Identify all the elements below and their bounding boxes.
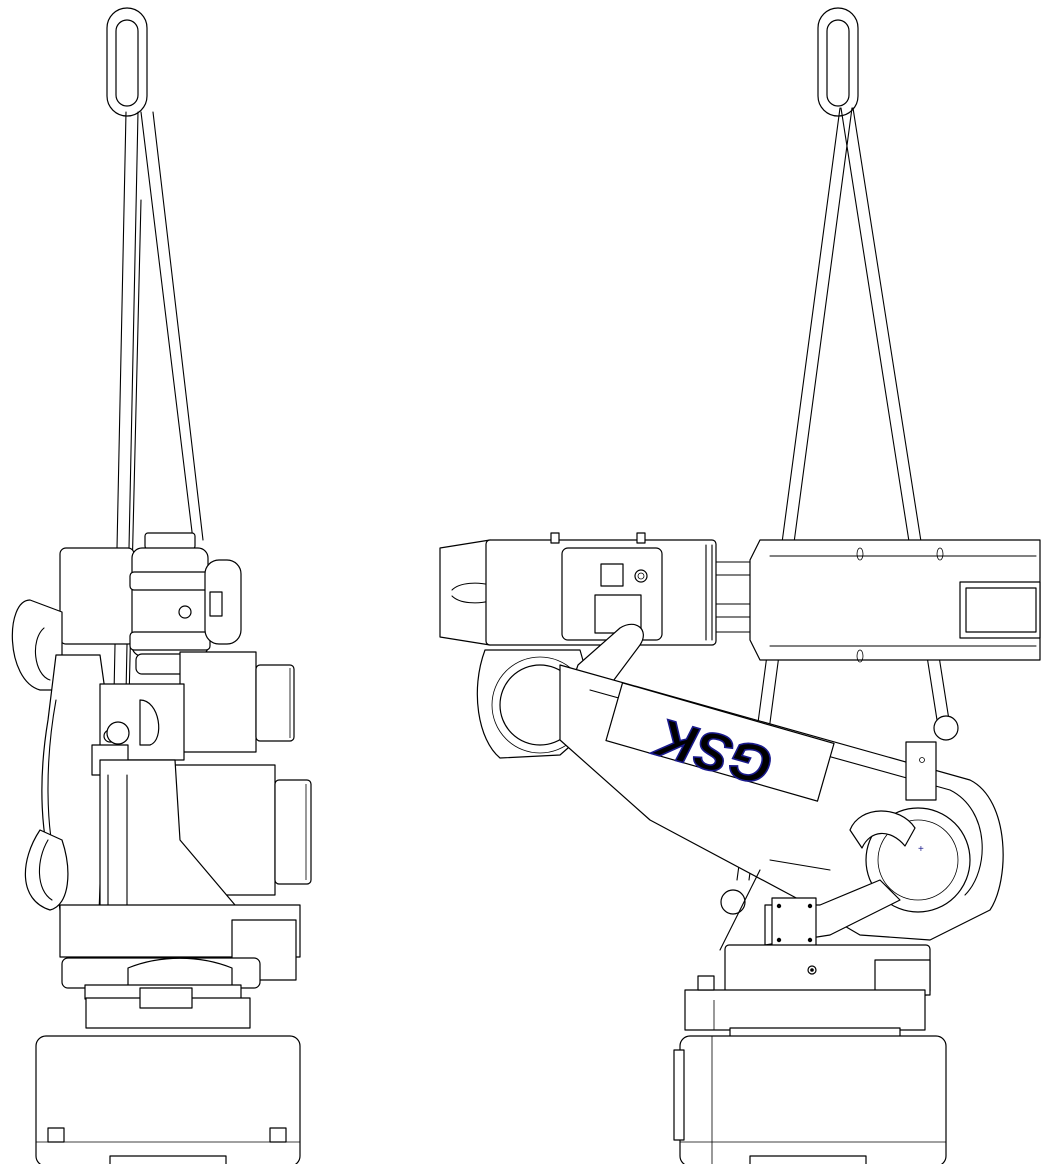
motor-block-left-2 [174, 764, 312, 896]
lower-link-right [719, 859, 901, 951]
base-turret-right [684, 944, 931, 1039]
svg-text:+: + [918, 844, 924, 855]
lifting-shackle-right [817, 7, 859, 117]
base-cabinet-right [673, 1035, 947, 1164]
shoulder-left [91, 683, 236, 991]
motor-block-left-1 [179, 651, 295, 753]
arm-plate-left [24, 654, 113, 941]
upper-housing-right [749, 539, 1041, 663]
lower-housing-left [59, 904, 301, 1029]
front-view: GSK + [106, 7, 1041, 1164]
lifting-shackle-left [106, 7, 148, 117]
upper-housing-left [11, 547, 135, 691]
base-cabinet-left [35, 1035, 301, 1164]
forearm-right [439, 532, 717, 646]
shoulder-joint-right: + [849, 741, 971, 913]
side-view [11, 7, 312, 1164]
